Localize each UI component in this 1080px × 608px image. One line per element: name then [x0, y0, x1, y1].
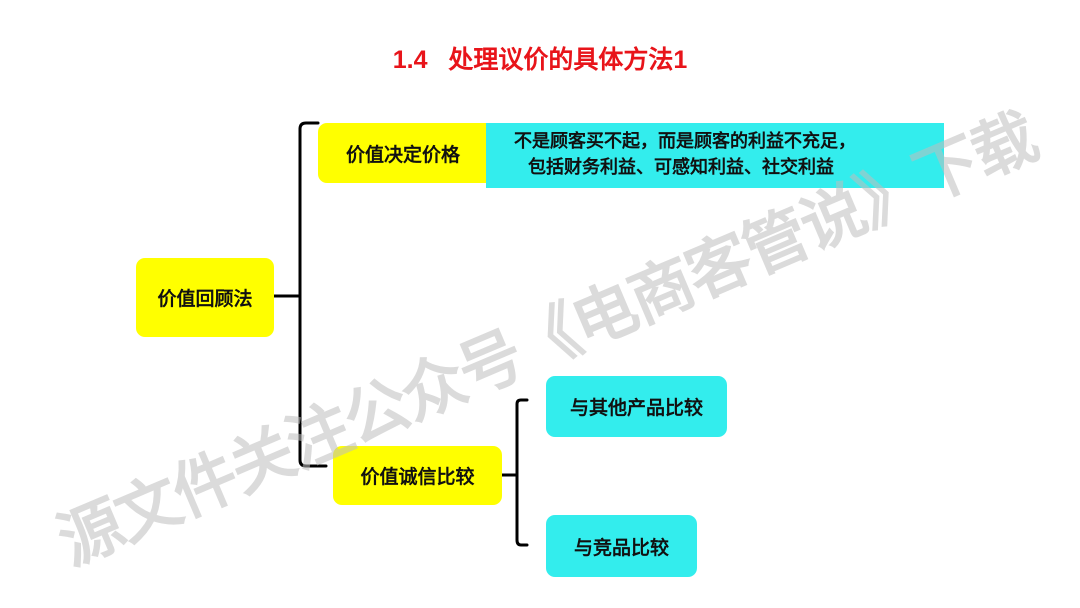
branch-node-label: 价值诚信比较 [360, 466, 475, 488]
description-line-2: 包括财务利益、可感知利益、社交利益 [528, 157, 834, 178]
root-node-label: 价值回顾法 [157, 288, 253, 310]
leaf-node-compare-competitors: 与竞品比较 [546, 515, 697, 577]
root-node: 价值回顾法 [136, 258, 274, 337]
leaf-node-label: 与其他产品比较 [569, 397, 703, 419]
branch-node-value-integrity-comparison: 价值诚信比较 [333, 446, 502, 505]
sub-bracket [515, 398, 529, 547]
branch-node-value-determines-price: 价值决定价格 [318, 123, 488, 183]
leaf-node-label: 与竞品比较 [573, 536, 669, 559]
leaf-node-compare-other-products: 与其他产品比较 [546, 376, 727, 437]
branch-node-label: 价值决定价格 [345, 143, 460, 166]
description-line-1: 不是顾客买不起，而是顾客的利益不充足， [514, 131, 856, 152]
slide-title: 1.4 处理议价的具体方法1 [392, 46, 688, 74]
branch-description: 不是顾客买不起，而是顾客的利益不充足， 包括财务利益、可感知利益、社交利益 [486, 123, 944, 188]
main-bracket [298, 121, 328, 468]
